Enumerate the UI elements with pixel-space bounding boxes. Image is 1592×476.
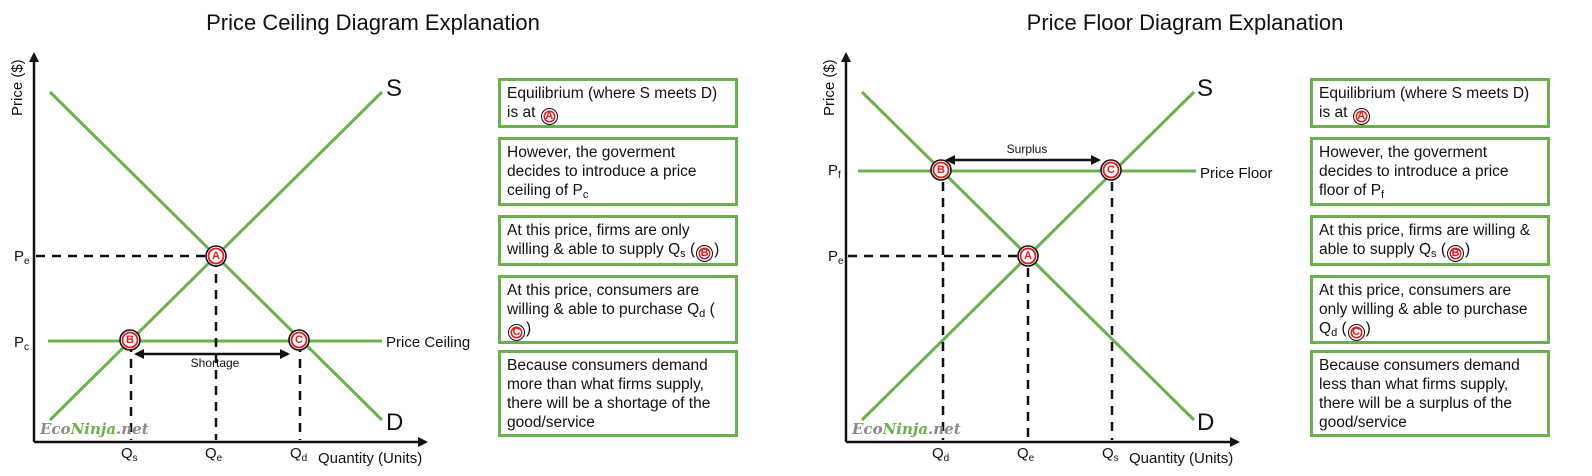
point-a-badge: A (1352, 108, 1370, 125)
svg-text:B: B (937, 164, 945, 176)
explanation-box-3: At this price, firms are willing & able … (1310, 215, 1550, 266)
demand-label: D (1197, 409, 1214, 436)
point-c: C (1100, 159, 1122, 181)
explanation-box-3: At this price, firms are only willing & … (498, 215, 738, 266)
supply-label: S (386, 75, 402, 102)
point-c-badge: C (1347, 324, 1365, 341)
price-ceiling-diagram: Price Ceiling Diagram Explanation Price … (9, 10, 540, 467)
tick-qs: Qs (121, 445, 138, 464)
explanation-box-4: At this price, consumers are only willin… (1310, 275, 1550, 344)
surplus-label: Surplus (1007, 142, 1048, 156)
point-b-badge: B (1446, 245, 1464, 262)
y-axis-label: Price ($) (9, 59, 26, 116)
point-b: B (930, 159, 952, 181)
tick-qd: Qd (290, 445, 307, 464)
shortage-label: Shortage (191, 356, 240, 370)
svg-text:B: B (126, 334, 134, 346)
demand-label: D (386, 409, 403, 436)
point-a-badge: A (540, 108, 558, 125)
explanation-box-4: At this price, consumers are willing & a… (498, 275, 738, 344)
supply-label: S (1197, 75, 1213, 102)
tick-pc: Pc (14, 334, 29, 353)
explanation-box-1: Equilibrium (where S meets D) is at A (1310, 78, 1550, 128)
diagram-title: Price Ceiling Diagram Explanation (206, 10, 540, 35)
point-c: C (288, 329, 310, 351)
svg-text:A: A (1024, 250, 1032, 262)
explanation-box-1: Equilibrium (where S meets D) is at A (498, 78, 738, 128)
econinja-logo: EcoNinja.net (851, 420, 961, 438)
tick-pf: Pf (828, 162, 841, 181)
svg-text:C: C (295, 334, 303, 346)
tick-pe: Pe (828, 248, 844, 267)
explanation-box-2: However, the goverment decides to introd… (498, 137, 738, 206)
diagram-title: Price Floor Diagram Explanation (1027, 10, 1344, 35)
price-floor-diagram: Price Floor Diagram Explanation Price ($… (821, 10, 1343, 467)
svg-text:C: C (1107, 164, 1115, 176)
y-axis-label: Price ($) (821, 59, 838, 116)
point-c-badge: C (508, 324, 525, 341)
tick-qs: Qs (1102, 445, 1119, 464)
point-a: A (205, 245, 227, 267)
point-a: A (1017, 245, 1039, 267)
price-ceiling-label: Price Ceiling (386, 334, 470, 351)
x-axis-label: Quantity (Units) (318, 450, 422, 467)
explanation-box-2: However, the goverment decides to introd… (1310, 137, 1550, 206)
price-floor-label: Price Floor (1200, 165, 1273, 182)
explanation-box-5: Because consumers demand less than what … (1310, 350, 1550, 437)
explanation-box-5: Because consumers demand more than what … (498, 350, 738, 437)
svg-text:A: A (212, 250, 220, 262)
econinja-logo: EcoNinja.net (39, 420, 149, 438)
point-b-badge: B (696, 245, 714, 262)
tick-qe: Qe (1017, 445, 1035, 464)
tick-qd: Qd (932, 445, 949, 464)
tick-pe: Pe (14, 248, 30, 267)
x-axis-label: Quantity (Units) (1129, 450, 1233, 467)
point-b: B (119, 329, 141, 351)
tick-qe: Qe (205, 445, 223, 464)
